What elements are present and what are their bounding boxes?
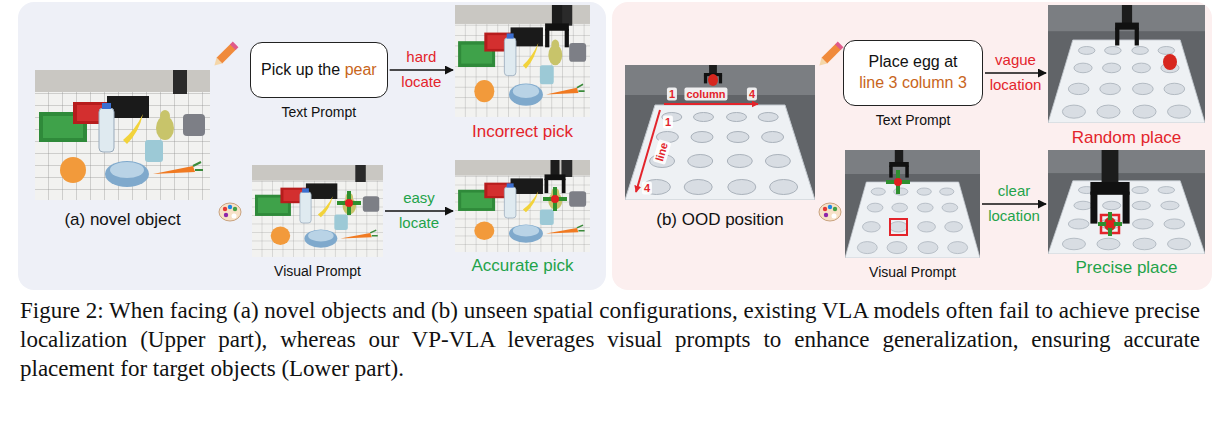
result-photo: Incorrect pick (455, 5, 590, 142)
prompt-outline: Pick up thepear (250, 42, 388, 98)
pencil-icon (817, 42, 844, 69)
arrow-connector (985, 72, 1046, 74)
target-square (890, 219, 907, 235)
illustration-circle (824, 213, 828, 217)
figure-caption: Figure 2: When facing (a) novel objects … (20, 296, 1200, 383)
result-photo: Accurate pick (455, 160, 590, 276)
illustration-ellipse (219, 203, 241, 221)
prompt-text: Pick up the (261, 60, 340, 81)
tray-photo (1048, 5, 1205, 123)
illustration-ellipse (819, 203, 841, 221)
arrow-connector (385, 210, 453, 212)
prompt-text: pear (345, 60, 377, 81)
edge-label: clear location (988, 179, 1040, 229)
panel-background (18, 2, 606, 290)
image-caption: Text Prompt (250, 104, 388, 121)
edge-label: vague location (990, 48, 1042, 98)
visual-prompt-photo: Visual Prompt (845, 150, 980, 281)
illustration-path (817, 58, 828, 69)
prompt-text: line 3 column 3 (859, 73, 967, 94)
egg (1163, 54, 1177, 70)
scene-photo (455, 160, 590, 252)
visual-prompt-cross (886, 170, 910, 194)
photo-frame (35, 70, 210, 200)
prompt-text: Place egg at (869, 52, 958, 73)
photo-frame (1048, 150, 1205, 254)
image-caption: Incorrect pick (455, 122, 590, 142)
tray-photo (845, 150, 980, 258)
edge-label: hard locate (401, 45, 441, 95)
text-prompt-box: Place egg atline 3 column 3 Text Prompt (843, 40, 983, 129)
axis-label: line (653, 139, 672, 165)
image-caption: Random place (1048, 128, 1205, 148)
result-photo: Precise place (1048, 150, 1205, 278)
arrow-connector (982, 203, 1046, 205)
axis-label: column (684, 88, 727, 101)
tray-photo (625, 65, 815, 200)
palette-icon (219, 203, 241, 221)
axis-label: 1 (667, 88, 677, 101)
arrow-connector (390, 69, 453, 71)
photo-frame (455, 5, 590, 117)
column-axis-arrow (664, 103, 758, 105)
edge-label: easy locate (399, 186, 439, 236)
visual-prompt-cross (543, 187, 567, 211)
illustration-circle (224, 213, 228, 217)
visual-prompt-photo: Visual Prompt (252, 165, 383, 280)
illustration-circle (832, 214, 837, 219)
scene-photo (455, 5, 590, 117)
tray-photo (1048, 150, 1205, 254)
image-caption: Text Prompt (843, 112, 983, 129)
palette-icon (819, 203, 841, 221)
robot-gripper (545, 5, 569, 47)
visual-prompt-cross (337, 191, 361, 215)
photo-frame (1048, 5, 1205, 123)
photo-frame (455, 160, 590, 252)
input-photo: (a) novel object (35, 70, 210, 230)
axis-label: 1 (663, 116, 673, 129)
egg (708, 74, 718, 86)
illustration-rect (835, 42, 843, 50)
illustration-circle (233, 207, 237, 211)
image-caption: (b) OOD position (625, 210, 815, 230)
visual-prompt-cross (1098, 212, 1122, 236)
illustration-circle (823, 207, 827, 211)
illustration-circle (828, 205, 832, 209)
scene-photo (252, 165, 383, 257)
scene-photo (35, 70, 210, 200)
image-caption: (a) novel object (35, 210, 210, 230)
illustration-circle (833, 207, 837, 211)
image-caption: Accurate pick (455, 256, 590, 276)
illustration-circle (223, 207, 227, 211)
image-caption: Precise place (1048, 258, 1205, 278)
panel-background (612, 2, 1212, 290)
illustration-circle (228, 205, 232, 209)
pencil-icon (212, 42, 239, 69)
result-photo: Random place (1048, 5, 1205, 148)
axis-label: 4 (642, 182, 652, 195)
photo-frame (845, 150, 980, 258)
illustration-circle (232, 214, 237, 219)
image-caption: Visual Prompt (252, 263, 383, 280)
prompt-outline: Place egg atline 3 column 3 (843, 40, 983, 106)
illustration-path (212, 58, 223, 69)
text-prompt-box: Pick up thepearText Prompt (250, 42, 388, 121)
image-caption: Visual Prompt (845, 264, 980, 281)
axis-label: 4 (747, 88, 757, 101)
photo-frame (625, 65, 815, 200)
illustration-rect (230, 42, 238, 50)
robot-gripper (1115, 5, 1139, 45)
photo-frame (252, 165, 383, 257)
